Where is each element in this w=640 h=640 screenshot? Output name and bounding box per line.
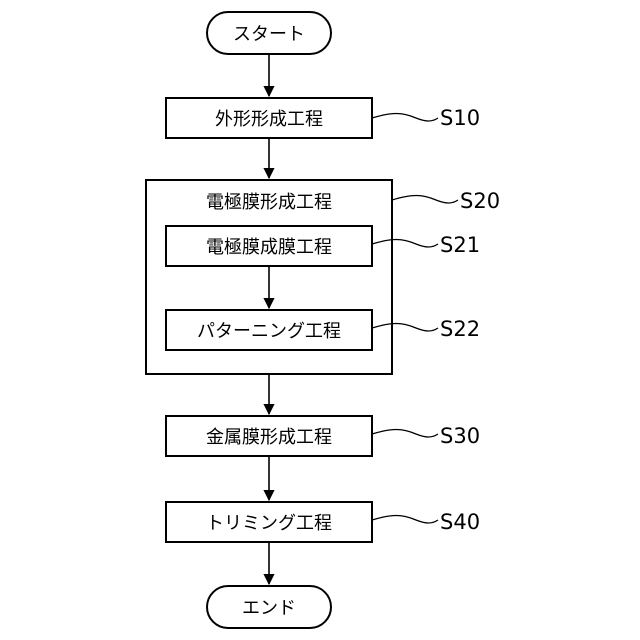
leader-s20 [392,196,458,204]
step-s20-label: 電極膜形成工程 [206,192,332,213]
step-s22: パターニング工程 [166,310,372,350]
leader-s40 [372,516,438,524]
step-s10-label: 外形形成工程 [215,109,323,130]
leader-s10 [372,114,438,122]
step-s22-id: S22 [440,317,480,341]
end-label: エンド [242,598,296,619]
start-label: スタート [233,24,305,45]
step-s22-label: パターニング工程 [197,321,341,342]
step-s20-id: S20 [460,189,500,213]
step-s40: トリミング工程 [166,502,372,542]
step-s21-label: 電極膜成膜工程 [206,237,332,258]
step-s21: 電極膜成膜工程 [166,226,372,266]
end-node: エンド [207,586,331,628]
step-s10: 外形形成工程 [166,98,372,138]
step-s10-id: S10 [440,106,480,130]
step-s21-id: S21 [440,233,480,257]
step-s30-id: S30 [440,424,480,448]
step-s40-label: トリミング工程 [206,513,332,534]
step-s40-id: S40 [440,510,480,534]
step-s30-label: 金属膜形成工程 [206,427,332,448]
step-s30: 金属膜形成工程 [166,416,372,456]
leader-s30 [372,430,438,438]
start-node: スタート [207,12,331,54]
